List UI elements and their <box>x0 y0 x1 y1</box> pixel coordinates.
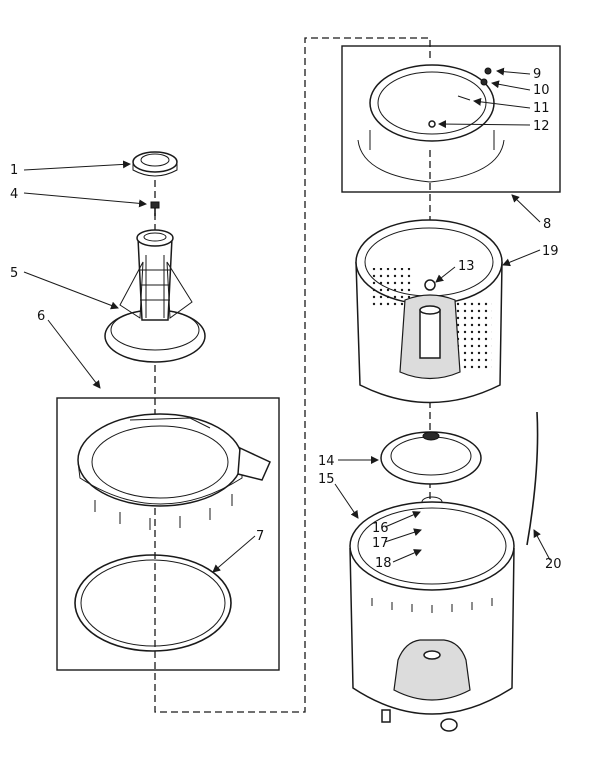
agitator-cap <box>132 151 178 177</box>
part-label-12: 12 <box>533 119 550 134</box>
tub-ring <box>77 413 271 530</box>
part-label-10: 10 <box>533 83 550 98</box>
part-label-14: 14 <box>318 454 335 469</box>
part-label-11: 11 <box>533 101 550 116</box>
agitator-bolt <box>150 201 160 216</box>
basket-drive-disk <box>380 431 482 485</box>
leader-lines <box>23 67 551 573</box>
part-label-20: 20 <box>545 557 562 572</box>
tub-cover-ring <box>357 64 505 183</box>
part-label-7: 7 <box>256 529 264 544</box>
part-label-6: 6 <box>37 309 45 324</box>
part-label-16: 16 <box>372 521 389 536</box>
tub-cover-kit-box <box>341 45 561 193</box>
fill-hose <box>526 411 539 546</box>
spin-basket <box>355 219 503 404</box>
tub-seal-gasket <box>74 554 232 652</box>
part-label-18: 18 <box>375 556 392 571</box>
part-label-1: 1 <box>10 163 18 178</box>
cover-hardware <box>428 67 492 128</box>
part-label-17: 17 <box>372 536 389 551</box>
part-label-15: 15 <box>318 472 335 487</box>
part-label-13: 13 <box>458 259 475 274</box>
part-label-8: 8 <box>543 217 551 232</box>
part-label-5: 5 <box>10 266 18 281</box>
part-label-4: 4 <box>10 187 18 202</box>
part-label-9: 9 <box>533 67 541 82</box>
part-number-labels: 1 4 5 6 7 8 9 10 11 12 13 14 15 16 17 18… <box>10 67 562 572</box>
part-label-19: 19 <box>542 244 559 259</box>
tub-ring-kit-box <box>56 397 280 671</box>
agitator <box>104 229 206 363</box>
